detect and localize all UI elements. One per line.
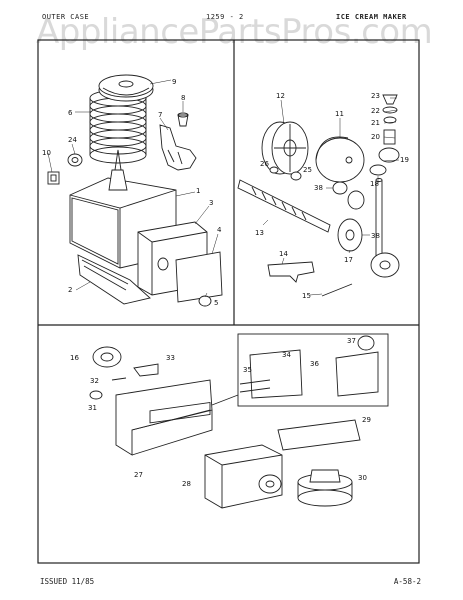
callout-12: 12	[276, 92, 285, 100]
callout-38-right: 38	[371, 232, 380, 240]
knob	[67, 153, 83, 167]
dasher	[159, 124, 197, 171]
callout-14: 14	[279, 250, 288, 258]
page-code: A-58-2	[393, 577, 421, 586]
callout-28: 28	[182, 480, 191, 488]
issued-date: ISSUED 11/85	[40, 577, 95, 586]
callout-34: 34	[282, 351, 291, 359]
callout-22: 22	[371, 107, 380, 115]
container-lid	[98, 74, 154, 102]
header-model-number: 1259 - 2	[206, 13, 244, 21]
callout-21: 21	[371, 119, 380, 127]
callout-3: 3	[209, 199, 213, 207]
callout-19: 19	[400, 156, 409, 164]
callout-26: 26	[260, 160, 269, 168]
pulley-wheel	[261, 121, 309, 175]
callout-2: 2	[68, 286, 72, 294]
callout-5: 5	[214, 299, 218, 307]
header-section-label: OUTER CASE	[42, 13, 90, 21]
callout-38-left: 38	[314, 184, 323, 192]
outer-frame	[37, 39, 420, 564]
callout-23: 23	[371, 92, 380, 100]
callout-25: 25	[303, 166, 312, 174]
callout-10: 10	[42, 149, 51, 157]
callout-15: 15	[302, 292, 311, 300]
callout-31: 31	[88, 404, 97, 412]
callout-numbers: 9 6 8 7 24 10 1 3 4 2 5 12 11 23 22 21 2…	[42, 78, 409, 488]
callout-20: 20	[371, 133, 380, 141]
callout-18: 18	[370, 180, 379, 188]
callout-33: 33	[166, 354, 175, 362]
motor-base	[297, 469, 353, 507]
callout-9: 9	[172, 78, 176, 86]
top-left-assembly	[47, 74, 223, 307]
callout-16: 16	[70, 354, 79, 362]
callout-13: 13	[255, 229, 264, 237]
callout-leaders	[47, 79, 400, 298]
drum	[315, 136, 365, 183]
callout-4: 4	[217, 226, 222, 234]
header-title: ICE CREAM MAKER	[336, 13, 407, 21]
callout-30: 30	[358, 474, 367, 482]
panel-frames	[37, 39, 420, 564]
callout-1: 1	[196, 187, 200, 195]
callout-36: 36	[310, 360, 319, 368]
callout-32: 32	[90, 377, 99, 385]
bottom-assembly	[89, 333, 389, 509]
callout-37: 37	[347, 337, 356, 345]
drive-nut	[177, 112, 189, 127]
callout-11: 11	[335, 110, 344, 118]
motor-unit	[204, 444, 283, 509]
callout-6: 6	[68, 109, 73, 117]
callout-35: 35	[243, 366, 252, 374]
callout-24: 24	[68, 136, 77, 144]
callout-8: 8	[181, 94, 185, 102]
callout-27: 27	[134, 471, 143, 479]
callout-7: 7	[158, 111, 162, 119]
callout-17: 17	[344, 256, 353, 264]
callout-29: 29	[362, 416, 371, 424]
